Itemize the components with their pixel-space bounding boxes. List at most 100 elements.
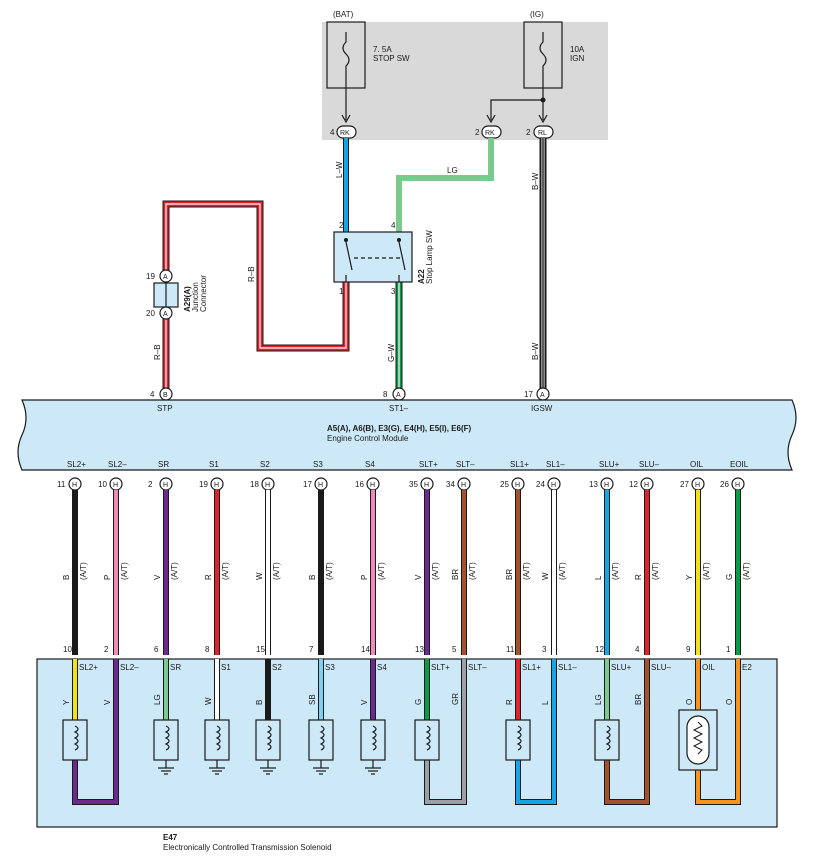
wire-note-label: (A/T) [558, 562, 567, 580]
svg-text:H: H [72, 482, 77, 489]
wire-note-label: (A/T) [79, 562, 88, 580]
svg-text:H: H [214, 482, 219, 489]
solenoid-wire-color: G [414, 699, 423, 705]
svg-text:H: H [163, 482, 168, 489]
wire-note-label: (A/T) [468, 562, 477, 580]
svg-text:2: 2 [526, 128, 531, 137]
connector-rl-2: RL 2 [526, 125, 554, 139]
svg-text:H: H [461, 482, 466, 489]
ground-icon [365, 760, 381, 775]
svg-text:2: 2 [148, 480, 153, 489]
ecm-name: Engine Control Module [327, 434, 409, 443]
solenoid-coil-icon [505, 719, 531, 761]
svg-text:A: A [396, 392, 401, 399]
ecm-bottom-label: SL1– [546, 460, 565, 469]
solenoid-wire-color: V [360, 699, 369, 705]
ecm-bottom-label: SR [158, 460, 169, 469]
junction-pin-19: 19 [146, 272, 155, 281]
fuse-1-icon [342, 32, 350, 76]
solenoid-pin-number: 8 [205, 645, 210, 654]
ecm-bottom-label: SLT– [456, 460, 475, 469]
ecm-bottom-label: EOIL [730, 460, 749, 469]
switch-pin-2: 2 [339, 221, 344, 230]
svg-text:H: H [113, 482, 118, 489]
svg-text:H: H [551, 482, 556, 489]
svg-text:13: 13 [589, 480, 598, 489]
ecm-bottom-pin: H11 [57, 477, 82, 491]
ecm-bottom-pin: H 24 [536, 477, 561, 491]
svg-text:H: H [515, 482, 520, 489]
wire-color-label: B [62, 575, 71, 580]
ground-icon [260, 760, 276, 775]
svg-text:A: A [163, 274, 168, 281]
svg-text:24: 24 [536, 480, 545, 489]
solenoid-pin-number: 5 [452, 645, 457, 654]
ecm-bottom-pin: H10 [98, 477, 123, 491]
svg-text:H: H [265, 482, 270, 489]
wire-note-label: (A/T) [170, 562, 179, 580]
wire-color-label: P [103, 575, 112, 580]
wire-color-label: BR [451, 569, 460, 580]
ig-label: (IG) [530, 10, 544, 19]
wire-color-label: W [541, 572, 550, 580]
solenoid-loop [505, 659, 557, 805]
ecm-bottom-pin: H19 [199, 477, 224, 491]
solenoid-single [204, 659, 230, 775]
fuse-2-rating: 10A [570, 45, 585, 54]
wire-label-b-w-bottom: B–W [531, 342, 540, 360]
wire-label-g-w: G–W [387, 343, 396, 362]
junction-ref: A29(A) [183, 286, 192, 312]
svg-text:RL: RL [538, 130, 547, 137]
svg-text:25: 25 [500, 480, 509, 489]
junction-pin-20: 20 [146, 309, 155, 318]
ecm-refs: A5(A), A6(B), E3(G), E4(H), E5(I), E6(F) [327, 424, 471, 433]
solenoid-loop [414, 659, 467, 805]
junction-connector: A A [153, 269, 179, 320]
solenoid-pin-number: 10 [63, 645, 72, 654]
wire-color-label: W [255, 572, 264, 580]
solenoid-pin-label: S3 [325, 663, 335, 672]
switch-name: Stop Lamp SW [425, 230, 434, 284]
svg-text:17: 17 [303, 480, 312, 489]
solenoid-wire-color: L [541, 700, 550, 705]
solenoid-single [153, 659, 179, 775]
solenoid-coil-icon [153, 719, 179, 761]
ecm-bottom-pin: H 25 [500, 477, 525, 491]
solenoid-single [360, 659, 386, 775]
ground-icon [158, 760, 174, 775]
switch-pin-1: 1 [339, 287, 344, 296]
svg-text:2: 2 [475, 128, 480, 137]
ecm-bottom-label: SLU+ [599, 460, 620, 469]
solenoid-pin-label: S1 [221, 663, 231, 672]
ecm-label-stp: STP [157, 404, 173, 413]
svg-text:27: 27 [680, 480, 689, 489]
svg-text:8: 8 [383, 390, 388, 399]
svg-text:34: 34 [446, 480, 455, 489]
solenoid-pin-label: SL2+ [79, 663, 98, 672]
solenoid-single [255, 659, 281, 775]
fuse-1-name: STOP SW [373, 54, 410, 63]
wire-note-label: (A/T) [611, 562, 620, 580]
wire-color-label: V [153, 574, 162, 580]
solenoid-pin-label: SLT– [468, 663, 487, 672]
wire-note-label: (A/T) [221, 562, 230, 580]
svg-text:4: 4 [330, 128, 335, 137]
svg-text:A: A [540, 392, 545, 399]
ecm-bottom-label: SL1+ [510, 460, 529, 469]
solenoid-wire-color: W [204, 697, 213, 705]
solenoid-coil-icon [308, 719, 334, 761]
solenoid-wire-color: BR [634, 694, 643, 705]
wire-note-label: (A/T) [120, 562, 129, 580]
ecm-bottom-pin: H16 [355, 477, 380, 491]
solenoid-pin-label: SLT+ [431, 663, 450, 672]
solenoid-pin-label: SL1+ [522, 663, 541, 672]
wire-label-l-w: L–W [335, 161, 344, 178]
solenoid-pin-label: SR [170, 663, 181, 672]
solenoid-coil-icon [594, 719, 620, 761]
svg-text:4: 4 [150, 390, 155, 399]
solenoid-pin-number: 14 [361, 645, 370, 654]
switch-ref: A22 [417, 269, 426, 284]
solenoid-pin-label: SL1– [558, 663, 577, 672]
wire-label-r-b-junction: R–B [153, 344, 162, 360]
solenoid-pin-number: 3 [542, 645, 547, 654]
